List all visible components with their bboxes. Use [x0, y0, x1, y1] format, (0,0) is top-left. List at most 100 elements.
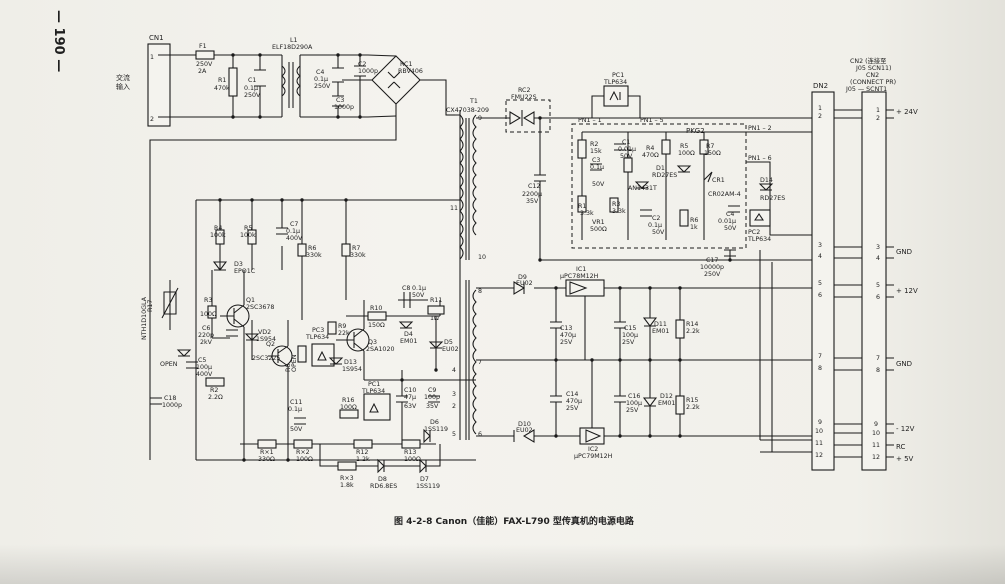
component-label-components-0-lines-2: 2A [198, 68, 207, 75]
component-label-components-49-lines-0: C7 [290, 221, 298, 228]
component-label-components-85-lines-0: D7 [420, 476, 429, 483]
component-label-components-34-lines-0: C17 [706, 257, 718, 264]
component-label-components-40-lines-0: R14 [686, 321, 698, 328]
component-label-components-0-lines-0: F1 [199, 43, 207, 50]
dn2-pin-12: 12 [815, 452, 823, 459]
component-label-components-29-lines-1: 0.1μ [648, 222, 662, 229]
component-label-components-36-lines-1: μPC78M12H [560, 273, 599, 280]
component-label-components-76-lines-1: 47μ [404, 394, 416, 401]
component-label-components-49-lines-2: 400V [286, 235, 303, 242]
component-label-components-65-lines-2: 50V [412, 292, 425, 299]
component-label-components-76-lines-2: 63V [404, 403, 417, 410]
component-label-components-53-lines-0: R17 [147, 300, 154, 312]
component-label-components-16-lines-0: R2 [590, 141, 598, 148]
component-label-components-38-lines-2: 25V [622, 339, 635, 346]
component-label-components-6-lines-2: 250V [314, 83, 331, 90]
component-label-components-60-lines-0: PC3 [312, 327, 324, 334]
component-label-components-7-lines-0: C3 [336, 97, 344, 104]
dn2-pin-5: 5 [818, 280, 822, 287]
component-label-components-77-lines-0: C9 [428, 387, 436, 394]
component-label-components-25-lines-0: D14 [760, 177, 773, 184]
component-label-components-33-lines-1: 2200μ [522, 191, 542, 198]
component-label-components-71-lines-1: 1000p [162, 402, 182, 409]
component-label-components-61-lines-1: 22k [338, 330, 350, 337]
cn2-pin-3: 3 [876, 244, 880, 251]
component-label-components-37-lines-1: 470μ [560, 332, 576, 339]
component-label-components-72-lines-0: R2 [210, 387, 218, 394]
cn2-connector: CN2 (连接至 J05 SCN11) CN2 (CONNECT PR) J05… [845, 56, 896, 471]
component-label-components-20-lines-1: 150Ω [704, 150, 721, 157]
component-label-components-47-lines-1: 100k [210, 232, 226, 239]
cn2-sub-3: J05 — SCNT1 [845, 86, 887, 93]
component-label-components-62-lines-1: 1S954 [342, 366, 362, 373]
component-label-components-12-lines-0: PN1 – 1 [578, 117, 602, 124]
component-label-components-40-lines-1: 2.2k [686, 328, 700, 335]
module-pkg2 [571, 123, 747, 249]
t1-pin-6: 6 [478, 431, 482, 438]
component-label-components-43-lines-0: D12 [660, 393, 673, 400]
component-label-components-67-lines-0: D4 [404, 331, 413, 338]
cn1-pin-2: 2 [150, 116, 154, 123]
component-label-components-37-lines-0: C13 [560, 325, 572, 332]
optocoupler-pc1-bottom [363, 393, 391, 421]
component-label-components-21-lines-1: 0.1μ [590, 164, 604, 171]
component-label-components-6-lines-0: C4 [316, 69, 324, 76]
component-label-components-0-lines-1: 250V [196, 61, 213, 68]
component-label-components-29-lines-0: C2 [652, 215, 660, 222]
cn1-connector: CN1 1 2 交流 输入 [116, 34, 171, 127]
dn2-pin-3: 3 [818, 242, 822, 249]
component-label-components-1-lines-1: ELF18D290A [272, 44, 313, 51]
component-label-components-70-lines-2: 400V [196, 371, 213, 378]
component-label-components-82-lines-1: 100Ω [404, 456, 421, 463]
component-label-components-74-lines-1: 100Ω [340, 404, 357, 411]
component-label-components-39-lines-0: D11 [654, 321, 667, 328]
component-label-components-71-lines-0: C18 [164, 395, 176, 402]
component-label-components-26-lines-1: 3.3k [580, 210, 594, 217]
component-label-components-4-lines-1: 470k [214, 85, 230, 92]
component-label-components-51-lines-1: 330k [350, 252, 366, 259]
component-label-components-68-lines-1: EU02 [442, 346, 459, 353]
component-label-components-73-lines-1: 0.1μ [288, 406, 302, 413]
component-label-components-48-lines-1: 100k [240, 232, 256, 239]
component-label-components-48-lines-0: R5 [244, 225, 252, 232]
component-label-components-82-lines-0: R13 [404, 449, 416, 456]
cn2-sub-2: (CONNECT PR) [850, 79, 896, 86]
cn2-sub-1: CN2 [866, 72, 879, 79]
component-label-components-23-lines-0: AN1431T [628, 185, 657, 192]
component-label-components-63-lines-1: 2SA1020 [366, 346, 394, 353]
cn2-pin-2: 2 [876, 115, 880, 122]
component-label-components-1-lines-0: L1 [290, 37, 298, 44]
component-label-components-31-lines-1: 0.01μ [718, 218, 736, 225]
component-label-components-83-lines-0: R×3 [340, 475, 354, 482]
component-labels: F1 250V 2A L1 ELF18D290A C2 1000p RC1 RB… [141, 37, 785, 490]
component-label-components-42-lines-0: C16 [628, 393, 640, 400]
component-label-components-73-lines-0: C11 [290, 399, 302, 406]
component-label-components-59-lines-0: R8 [285, 364, 292, 372]
t1-pin-11: 11 [450, 205, 458, 212]
component-label-components-85-lines-1: 1SS119 [416, 483, 440, 490]
transformer-t1: T1 CX47038-209 9 11 10 8 7 4 3 2 5 6 [446, 98, 489, 440]
component-label-components-72-lines-1: 2.2Ω [208, 394, 223, 401]
cn2-pin-5: 5 [876, 282, 880, 289]
component-label-components-80-lines-1: 100Ω [296, 456, 313, 463]
cn1-name: CN1 [149, 34, 164, 42]
component-label-components-37-lines-2: 25V [560, 339, 573, 346]
component-label-components-27-lines-0: R3 [612, 201, 620, 208]
component-label-components-61-lines-0: R9 [338, 323, 346, 330]
component-label-components-47-lines-0: R4 [214, 225, 222, 232]
component-label-components-54-lines-1: 100Ω [200, 311, 217, 318]
component-label-components-41-lines-1: 470μ [566, 398, 582, 405]
output-label-neg12v: - 12V [896, 425, 915, 433]
component-label-components-20-lines-0: R7 [706, 143, 714, 150]
component-label-components-41-lines-0: C14 [566, 391, 578, 398]
component-label-components-56-lines-2: 2kV [200, 339, 213, 346]
dn2-pin-10: 10 [815, 428, 823, 435]
output-label-gnd-2: GND [896, 360, 912, 368]
component-label-components-64-lines-0: R10 [370, 305, 382, 312]
component-label-components-6-lines-1: 0.1μ [314, 76, 328, 83]
t1-part: CX47038-209 [446, 107, 489, 114]
component-label-components-32-lines-1: TLP634 [747, 236, 771, 243]
component-label-components-65-lines-1: 0.1μ [412, 285, 426, 292]
dn2-pin-11: 11 [815, 440, 823, 447]
